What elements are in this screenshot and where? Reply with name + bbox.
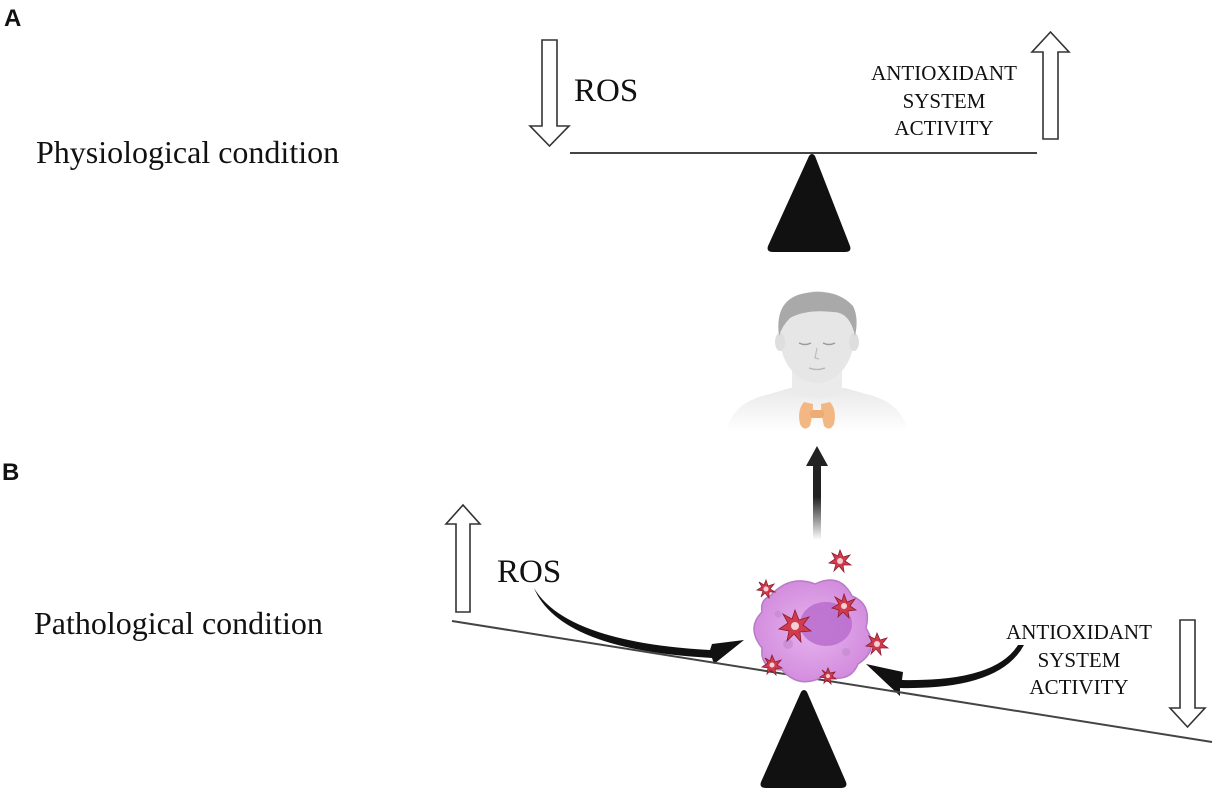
ros-burst-icon: [818, 666, 838, 686]
ros-to-cell-curved-arrow-icon: [534, 588, 744, 664]
physiological-condition-label: Physiological condition: [36, 134, 339, 170]
antioxidant-label-b: ANTIOXIDANT SYSTEM ACTIVITY: [1006, 620, 1152, 699]
ros-label-a: ROS: [574, 73, 638, 109]
eye-left: [798, 342, 812, 346]
antioxidant-line-2: SYSTEM: [903, 89, 986, 113]
pathological-condition-label: Pathological condition: [34, 605, 323, 641]
ros-burst-icon: [827, 548, 853, 574]
balance-beam-tilted: [451, 620, 1213, 743]
panel-b-letter: B: [2, 459, 19, 486]
human-thyroid-illustration: [726, 291, 908, 432]
nose: [814, 347, 820, 360]
ear-left: [775, 333, 785, 351]
ros-burst-icon: [760, 653, 784, 677]
antioxidant-line-1: ANTIOXIDANT: [871, 61, 1017, 85]
fulcrum-a-icon: [767, 154, 851, 252]
ear-right: [849, 333, 859, 351]
antioxidant-b-line-2: SYSTEM: [1038, 648, 1121, 672]
ros-bursts: [755, 548, 890, 686]
antioxidant-label-a: ANTIOXIDANT SYSTEM ACTIVITY: [871, 61, 1017, 140]
fulcrum-b-icon: [760, 690, 847, 788]
ros-burst-icon: [864, 631, 890, 657]
ros-burst-icon: [777, 608, 813, 644]
progression-up-arrow-icon: [806, 446, 828, 540]
ros-label-b: ROS: [497, 554, 561, 590]
ros-up-arrow-icon: [444, 503, 482, 613]
ros-burst-icon: [830, 592, 858, 620]
thyroid-icon: [799, 402, 835, 429]
antioxidant-to-cell-curved-arrow-icon: [866, 645, 1024, 696]
hair-shape: [778, 291, 857, 336]
ros-burst-icon: [755, 578, 777, 600]
antioxidant-b-line-1: ANTIOXIDANT: [1006, 620, 1152, 644]
antioxidant-up-arrow-icon: [1030, 30, 1071, 140]
panel-a-letter: A: [4, 5, 21, 32]
mouth: [808, 367, 826, 371]
panel-b: B Pathological condition ROS ANTIOXIDANT…: [2, 459, 1213, 788]
antioxidant-down-arrow-icon: [1168, 619, 1207, 729]
eye-right: [822, 342, 836, 346]
panel-a: A Physiological condition ROS ANTIOXIDAN…: [4, 5, 1071, 252]
antioxidant-line-3: ACTIVITY: [894, 116, 993, 140]
antioxidant-b-line-3: ACTIVITY: [1029, 675, 1128, 699]
ros-down-arrow-icon: [528, 39, 571, 148]
